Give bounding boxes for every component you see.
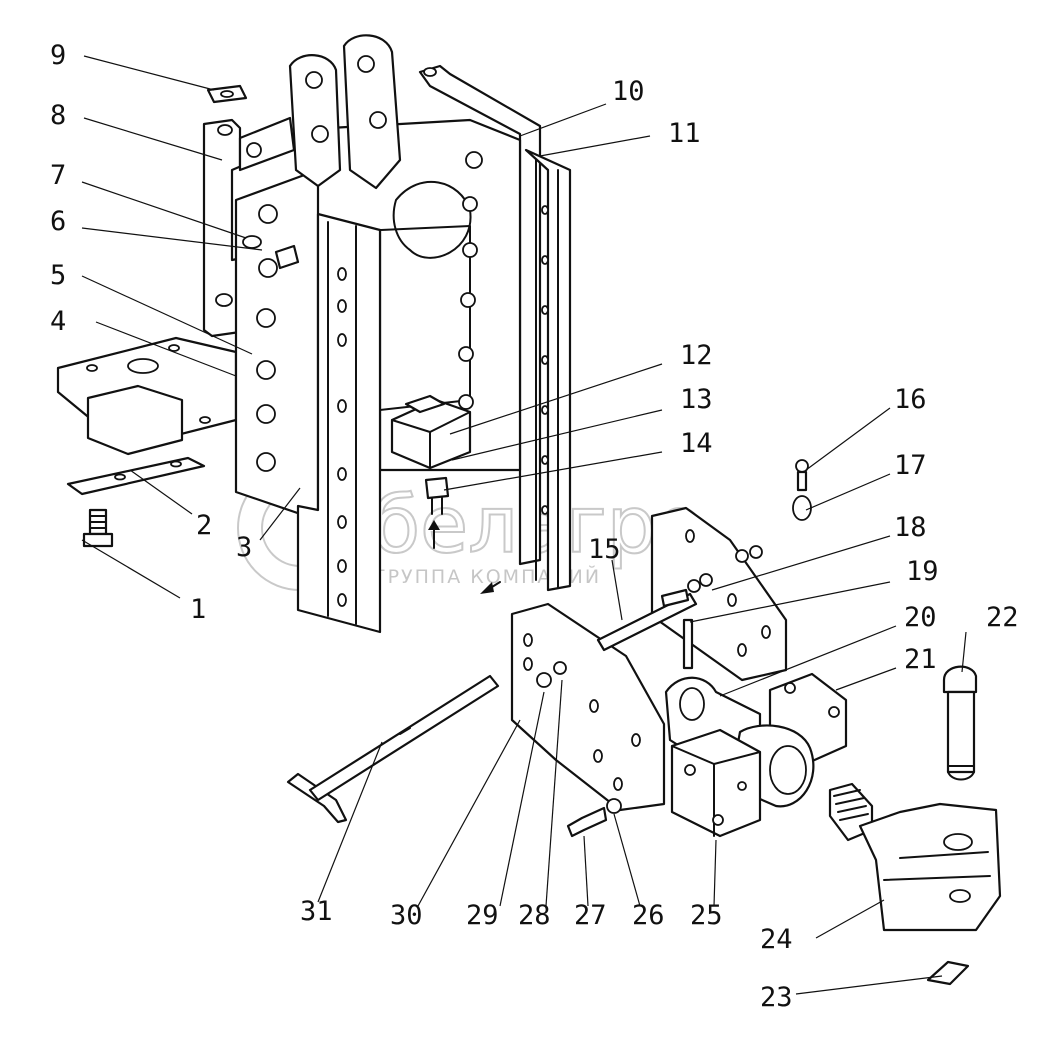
callout-20: 20 [904,602,937,633]
callout-23: 23 [760,982,793,1013]
frame-bolts-left [256,204,278,472]
callout-3: 3 [236,532,252,563]
callout-30: 30 [390,900,423,931]
callout-21: 21 [904,644,937,675]
callouts: 1 2 3 4 5 6 7 8 9 10 11 12 13 14 15 16 1… [50,40,1019,1013]
bolt-16 [795,459,809,492]
callout-7: 7 [50,160,66,191]
bolt-27 [566,806,608,838]
callout-11: 11 [668,118,701,149]
callout-24: 24 [760,924,793,955]
watermark-subtitle: ГРУППА КОМПАНИЙ [374,565,601,588]
handle-rod-31 [286,674,500,824]
front-hitch-plate-30 [510,602,666,812]
callout-27: 27 [574,900,607,931]
callout-25: 25 [690,900,723,931]
shim-plate [66,456,206,496]
main-frame [202,34,572,634]
callout-16: 16 [894,384,927,415]
channel-holes [337,267,347,607]
callout-29: 29 [466,900,499,931]
frame-bolts-right [458,151,483,410]
leader-lines [81,55,967,995]
callout-1: 1 [190,594,206,625]
callout-15: 15 [588,534,621,565]
callout-18: 18 [894,512,927,543]
nuts-upper [660,573,713,608]
nut-26 [606,798,622,814]
callout-4: 4 [50,306,66,337]
callout-10: 10 [612,76,645,107]
callout-31: 31 [300,896,333,927]
hook-24 [828,782,1002,932]
callout-28: 28 [518,900,551,931]
pin-22 [942,665,978,781]
callout-13: 13 [680,384,713,415]
callout-14: 14 [680,428,713,459]
callout-12: 12 [680,340,713,371]
callout-6: 6 [50,206,66,237]
pin-19 [682,618,694,670]
cotter-pin-23 [926,960,970,986]
base-plate [56,336,238,456]
callout-9: 9 [50,40,66,71]
callout-19: 19 [906,556,939,587]
side-plate-holes [541,205,549,515]
callout-8: 8 [50,100,66,131]
callout-17: 17 [894,450,927,481]
callout-5: 5 [50,260,66,291]
callout-2: 2 [196,510,212,541]
bolt-1 [82,508,114,548]
washer-17 [792,495,812,521]
rod-15 [596,592,698,652]
coupling-body [670,672,848,838]
callout-26: 26 [632,900,665,931]
callout-22: 22 [986,602,1019,633]
